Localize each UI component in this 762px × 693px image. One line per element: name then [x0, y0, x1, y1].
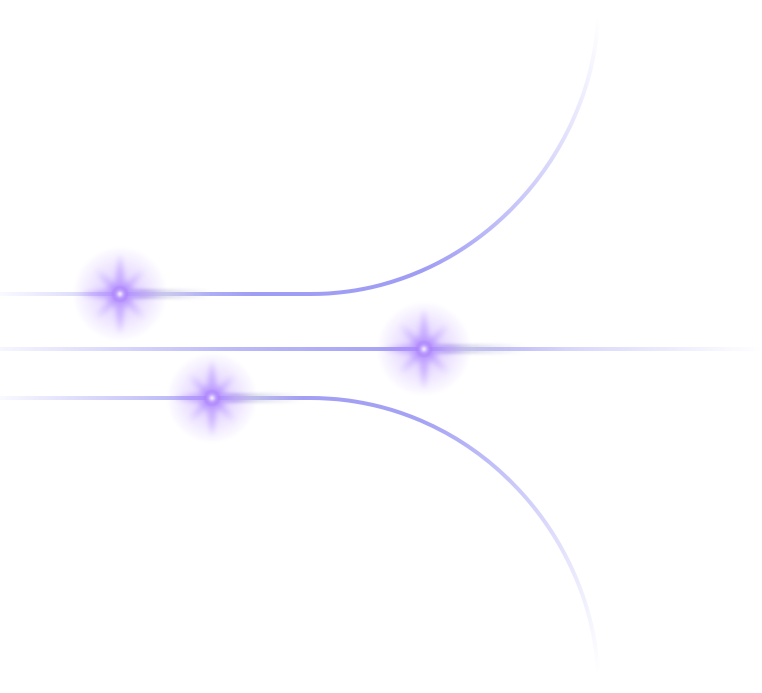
sparkle-middle — [376, 301, 524, 397]
upper-curve-line — [0, 18, 600, 296]
sparkle-lower — [166, 352, 302, 444]
sparkle-upper — [72, 246, 210, 342]
lower-curve-line — [0, 396, 600, 674]
